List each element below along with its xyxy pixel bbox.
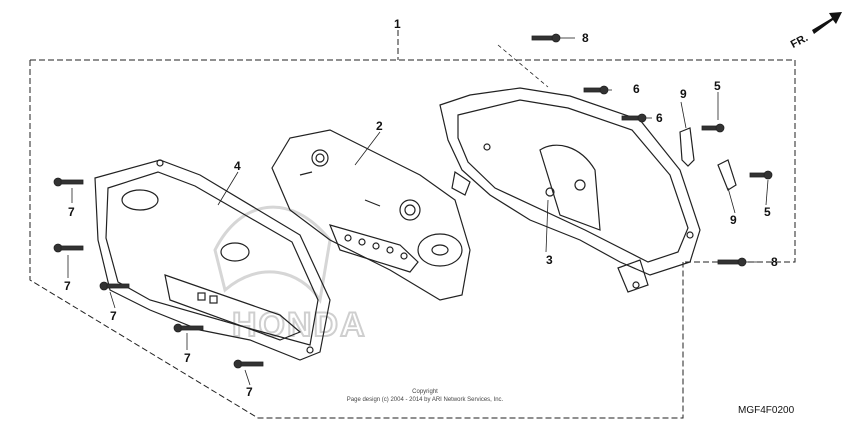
label-part-7c: 7: [110, 309, 117, 323]
label-part-7b: 7: [64, 279, 71, 293]
label-part-6a: 6: [633, 82, 640, 96]
label-part-4: 4: [234, 159, 241, 173]
label-part-2: 2: [376, 119, 383, 133]
copyright-title: Copyright: [412, 389, 438, 395]
screw-7c: [99, 281, 130, 291]
screw-8a: [531, 33, 561, 43]
screw-7b: [53, 243, 84, 253]
clip-part: [679, 127, 737, 191]
label-part-7d: 7: [184, 351, 191, 365]
screw-7d: [173, 323, 204, 333]
screw-5a: [701, 123, 725, 133]
screw-6b: [621, 113, 647, 123]
part-labels: 1 2 3 4 5 5 6 6 7 7 7 7 7 8 8 9 9: [64, 17, 778, 399]
screw-7a: [53, 177, 84, 187]
leader-lines: [67, 37, 769, 386]
screw-7e: [233, 359, 264, 369]
screw-6a: [583, 85, 609, 95]
gauge-panel-part: [271, 129, 471, 301]
watermark-text: HONDA: [232, 306, 367, 344]
label-part-8a: 8: [582, 31, 589, 45]
label-part-5a: 5: [714, 79, 721, 93]
label-part-8b: 8: [771, 255, 778, 269]
label-part-6b: 6: [656, 111, 663, 125]
label-part-3: 3: [546, 253, 553, 267]
rear-case-part: [439, 87, 701, 293]
label-part-5b: 5: [764, 205, 771, 219]
screw-8b: [717, 257, 747, 267]
label-part-7e: 7: [246, 385, 253, 399]
screws: [53, 33, 773, 369]
direction-label: FR.: [789, 32, 810, 51]
label-part-1: 1: [394, 17, 401, 31]
label-part-7a: 7: [68, 205, 75, 219]
front-cover-part: [94, 159, 331, 361]
label-part-9b: 9: [730, 213, 737, 227]
label-part-9a: 9: [680, 87, 687, 101]
copyright-text: Page design (c) 2004 - 2014 by ARI Netwo…: [347, 397, 504, 403]
front-direction-indicator: FR.: [789, 12, 842, 51]
diagram-code: MGF4F0200: [738, 405, 795, 416]
screw-5b: [749, 170, 773, 180]
